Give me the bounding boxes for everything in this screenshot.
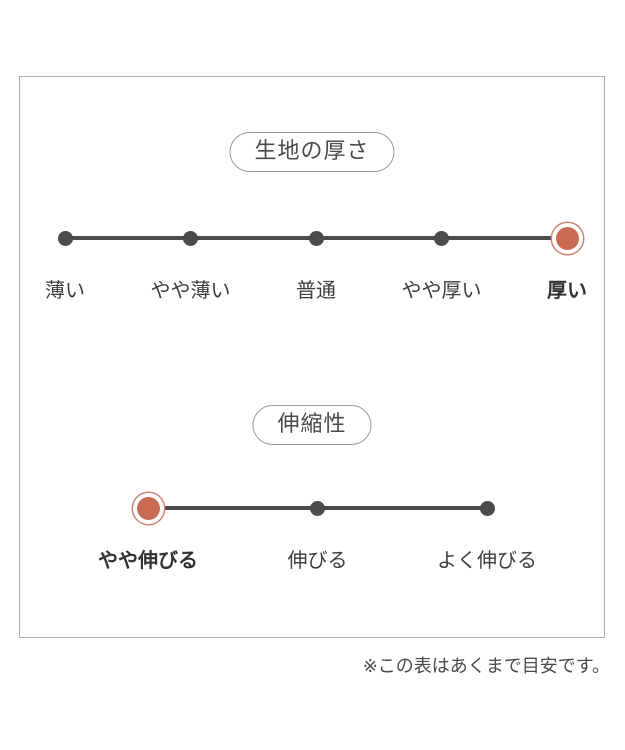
scale-section-0: 生地の厚さ薄い やや薄い 普通 やや厚い 厚い [20,77,604,637]
scale-dot-area [547,218,587,258]
scale-item: 薄い [45,230,85,303]
scale-item: やや薄い [150,230,231,303]
scale-section-1: 伸縮性やや伸びる 伸びる よく伸びる [20,77,604,637]
scale-title: 伸縮性 [277,412,347,437]
scale-item-label: 厚い [547,278,587,302]
scale-item: よく伸びる [437,500,537,573]
scale-dot [308,230,324,246]
scale-dot [310,500,325,516]
scale-item-label: 普通 [296,278,336,302]
scale-item: 伸びる [287,500,348,573]
scale-item: やや伸びる [98,496,198,573]
scale-title-pill: 生地の厚さ [229,132,395,172]
disclaimer-note: ※この表はあくまで目安です。 [362,656,610,677]
scale-dot-area [422,218,462,258]
scale-item-label: 薄い [45,278,85,302]
scale-item: 厚い [547,226,587,303]
scale-item: 普通 [296,230,336,303]
scale-dot-area [45,218,85,258]
scale-dot-area [171,218,211,258]
scale-dot-area [298,488,338,528]
scale-dot-area [467,488,507,528]
scale-title-pill: 伸縮性 [252,405,372,445]
scale-dot-selected [136,496,160,520]
scale-item-label: よく伸びる [437,548,537,572]
scale-title: 生地の厚さ [254,139,370,164]
scale-item: やや厚い [401,230,482,303]
scale-dot [183,230,198,246]
scale-item-label: やや伸びる [98,548,198,572]
scale-item-label: やや厚い [401,278,482,302]
scale-dot-area [296,218,336,258]
spec-panel: 生地の厚さ薄い やや薄い 普通 やや厚い 厚い伸縮性やや伸びる 伸びる よく伸びる [19,76,605,638]
scale-dot [57,230,73,246]
scale-dot [434,230,449,246]
scale-dot [479,500,495,516]
scale-dot-selected [555,226,579,250]
scale-item-label: やや薄い [150,278,231,302]
scale-dot-area [128,488,168,528]
scale-item-label: 伸びる [287,548,348,572]
